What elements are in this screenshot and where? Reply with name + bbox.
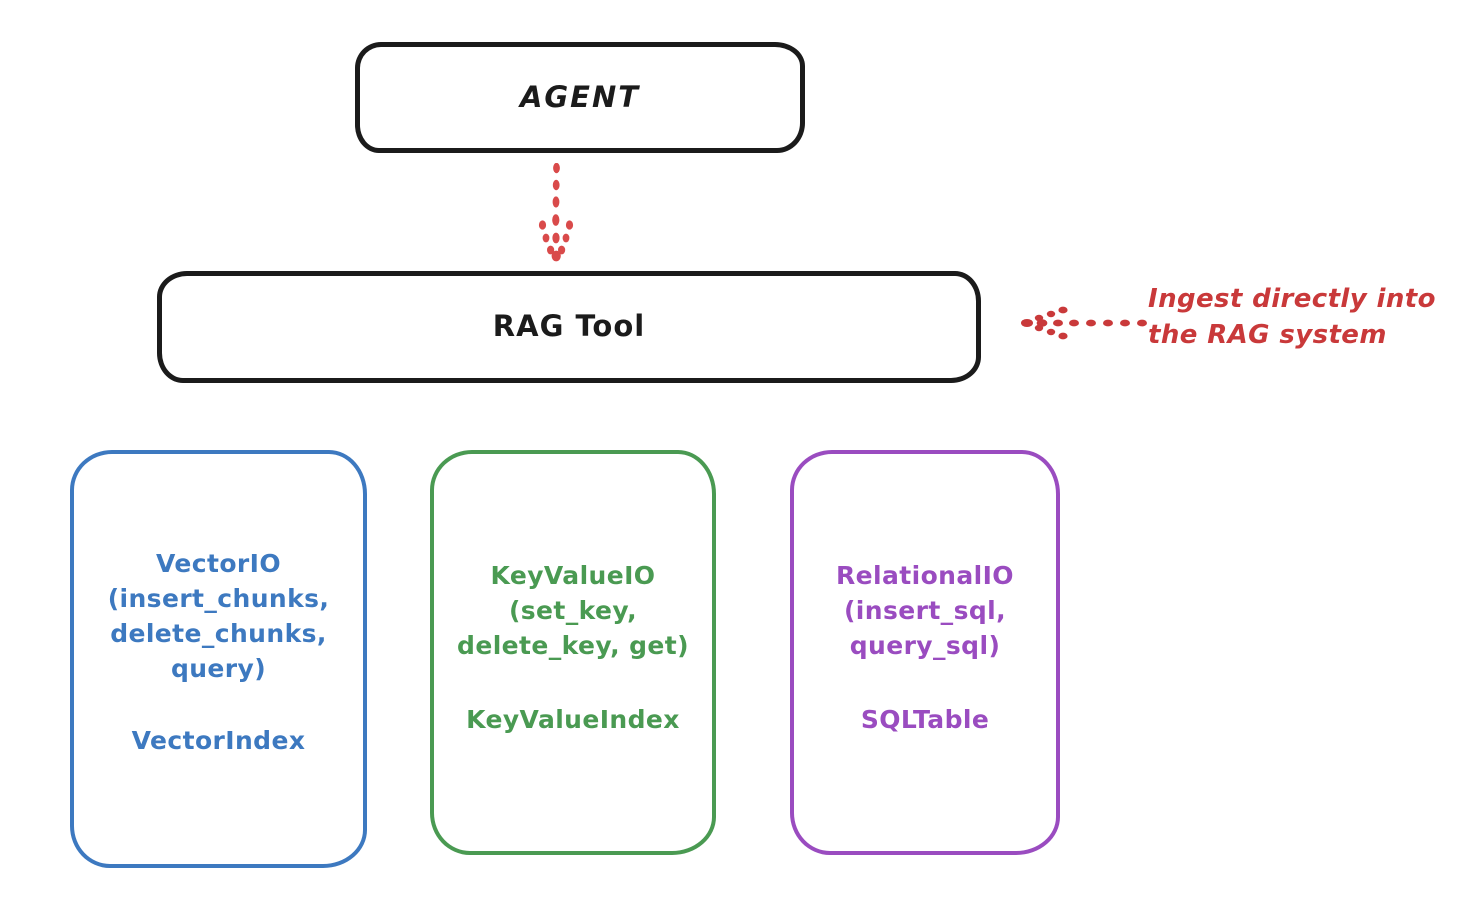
- card-vector-io-api: VectorIO (insert_chunks, delete_chunks, …: [107, 549, 330, 683]
- node-agent-label: AGENT: [519, 79, 641, 114]
- card-key-value-io-index: KeyValueIndex: [466, 705, 680, 734]
- card-vector-io-index: VectorIndex: [131, 726, 306, 755]
- connector-agent-to-rag-tool-arrow: [538, 163, 574, 262]
- card-relational-io[interactable]: RelationalIO (insert_sql, query_sql) SQL…: [790, 450, 1060, 855]
- card-relational-io-index: SQLTable: [860, 705, 990, 734]
- card-key-value-io[interactable]: KeyValueIO (set_key, delete_key, get) Ke…: [430, 450, 716, 855]
- card-key-value-io-api: KeyValueIO (set_key, delete_key, get): [457, 561, 689, 660]
- node-rag-tool[interactable]: RAG Tool: [157, 271, 981, 383]
- card-vector-io[interactable]: VectorIO (insert_chunks, delete_chunks, …: [70, 450, 367, 868]
- connector-ingest-arrow: [1021, 306, 1147, 340]
- node-agent[interactable]: AGENT: [355, 42, 805, 153]
- card-relational-io-api: RelationalIO (insert_sql, query_sql): [836, 561, 1014, 660]
- annotation-ingest-text: Ingest directly into the RAG system: [1148, 284, 1436, 351]
- node-rag-tool-label: RAG Tool: [492, 309, 646, 344]
